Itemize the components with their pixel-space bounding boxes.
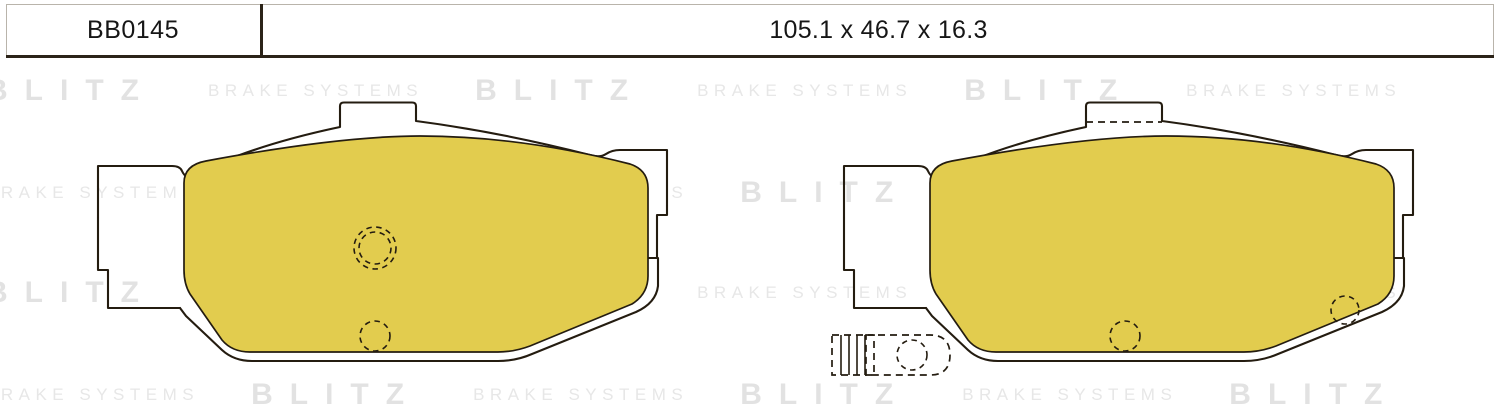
left-pad: [96, 101, 669, 363]
left-pad-friction-outline: [183, 135, 649, 353]
left-pad-friction-material: [184, 136, 648, 352]
wear-sensor-eyelet: [896, 339, 928, 371]
right-pad-plate-bottom-edge: [924, 256, 1406, 363]
dimensions-cell: 105.1 x 46.7 x 16.3: [263, 4, 1494, 56]
left-pad-plate-bottom-edge: [178, 256, 660, 363]
right-pad-friction-material: [930, 136, 1394, 352]
part-code-cell: BB0145: [6, 4, 260, 56]
header-bottom-rule: [6, 55, 1494, 58]
left-pad-lower-rivet-marking: [359, 320, 391, 352]
left-pad-upper-rivet-marking: [353, 226, 397, 270]
right-pad-upper-rivet-marking: [1109, 320, 1141, 352]
wear-sensor-hatching: [840, 335, 866, 375]
header-column-divider: [260, 4, 263, 56]
wear-sensor-clip: [831, 334, 951, 376]
right-pad-lower-rivet-marking: [1330, 295, 1360, 325]
dimensions-value: 105.1 x 46.7 x 16.3: [769, 15, 988, 44]
part-code-value: BB0145: [87, 15, 179, 44]
right-pad: [831, 101, 1415, 376]
wear-sensor-connector: [831, 334, 875, 376]
product-drawing: [0, 58, 1500, 418]
left-pad-left-ear-outline: [96, 216, 182, 310]
right-pad-friction-outline: [929, 135, 1395, 353]
right-pad-left-ear-outline: [842, 216, 928, 310]
wear-sensor-body: [865, 334, 951, 376]
